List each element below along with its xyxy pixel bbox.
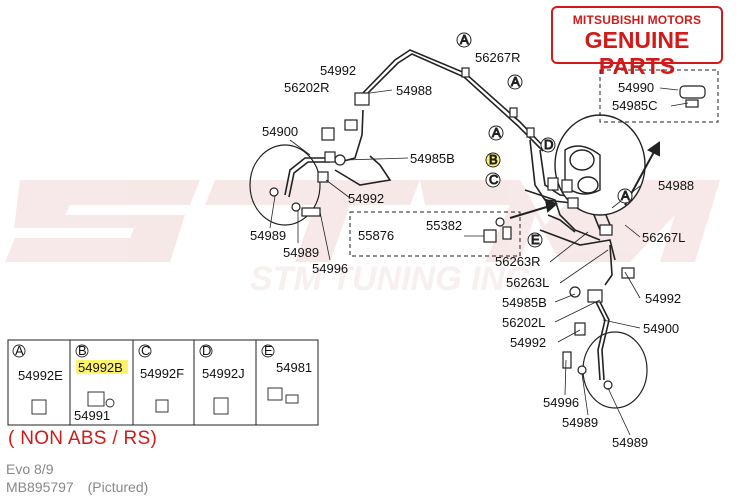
callout-letter: B xyxy=(489,152,498,167)
callout-letter: A xyxy=(492,125,501,140)
label-54989-right2: 54989 xyxy=(612,435,648,450)
part-labels: 54992 54988 56267R 56202R 54900 54985B 5… xyxy=(250,50,694,450)
label-54996-left: 54996 xyxy=(312,261,348,276)
label-54990: 54990 xyxy=(618,80,654,95)
legend-extra-b: 54991 xyxy=(74,408,110,423)
right-front-line xyxy=(604,244,613,286)
legend-letter-d: D xyxy=(202,343,211,358)
legend-table: A B C D E 54992E 54992B 54991 54992F 549… xyxy=(7,339,319,426)
valve-dashed-box xyxy=(349,211,521,257)
legend-letter-e: E xyxy=(264,343,273,358)
label-54992-low: 54992 xyxy=(510,335,546,350)
legend-part-e: 54981 xyxy=(276,360,312,375)
part-number-note: MB895797 (Pictured) xyxy=(6,479,148,495)
callout-a-2: A xyxy=(507,74,523,90)
label-56202r: 56202R xyxy=(284,80,330,95)
label-54900-left: 54900 xyxy=(262,124,298,139)
pictured-note: (Pictured) xyxy=(87,479,149,495)
callout-a-4: A xyxy=(617,188,633,204)
label-54985b-right: 54985B xyxy=(502,295,547,310)
watermark-text: STM TUNING INC. xyxy=(250,260,539,298)
callout-c: C xyxy=(485,172,501,188)
leader-lines xyxy=(269,87,689,436)
label-54992-top: 54992 xyxy=(320,63,356,78)
legend-letter-a: A xyxy=(15,343,24,358)
label-54900-right: 54900 xyxy=(643,321,679,336)
label-54985c: 54985C xyxy=(612,98,658,113)
rear-right-line xyxy=(357,49,546,149)
callout-letter: E xyxy=(531,232,540,247)
callout-d: D xyxy=(540,137,556,153)
part-number: MB895797 xyxy=(6,479,74,495)
label-55876: 55876 xyxy=(358,228,394,243)
legend-letter-b: B xyxy=(78,343,87,358)
label-54989-left2: 54989 xyxy=(283,245,319,260)
callout-e: E xyxy=(527,232,543,248)
label-54989-right1: 54989 xyxy=(562,415,598,430)
label-54988-right: 54988 xyxy=(658,178,694,193)
callout-letter: D xyxy=(544,137,553,152)
label-56263l: 56263L xyxy=(506,275,549,290)
callout-markers: A A A A B C D E xyxy=(456,32,633,248)
legend-part-b: 54992B xyxy=(78,360,123,375)
label-56263r: 56263R xyxy=(495,254,541,269)
label-55382: 55382 xyxy=(426,218,462,233)
brand-line-1: MITSUBISHI MOTORS xyxy=(572,13,702,27)
right-rotor xyxy=(582,331,648,409)
label-56202l: 56202L xyxy=(502,315,545,330)
legend-letter-c: C xyxy=(141,343,150,358)
legend-part-d: 54992J xyxy=(202,366,245,381)
label-54992-mid: 54992 xyxy=(348,191,384,206)
label-54996-right: 54996 xyxy=(543,395,579,410)
fittings xyxy=(269,67,706,390)
legend-part-c: 54992F xyxy=(140,366,184,381)
callout-letter: C xyxy=(489,172,498,187)
callout-a-3: A xyxy=(488,125,504,141)
label-54992-right: 54992 xyxy=(645,291,681,306)
callout-a-1: A xyxy=(456,32,472,48)
clip-dashed-box xyxy=(599,69,719,123)
left-hose xyxy=(284,157,330,196)
callout-b: B xyxy=(485,152,501,168)
label-56267r: 56267R xyxy=(475,50,521,65)
legend-part-a: 54992E xyxy=(18,368,63,383)
genuine-parts-logo: MITSUBISHI MOTORS GENUINE PARTS xyxy=(551,6,723,79)
model-note: Evo 8/9 xyxy=(6,461,54,477)
left-rotor xyxy=(249,144,321,226)
callout-letter: A xyxy=(460,32,469,47)
callout-letter: A xyxy=(621,188,630,203)
non-abs-note: ( NON ABS / RS) xyxy=(8,428,158,449)
label-54988-top: 54988 xyxy=(396,83,432,98)
brand-line-2: GENUINE PARTS xyxy=(584,27,690,79)
callout-letter: A xyxy=(511,74,520,89)
label-56267l: 56267L xyxy=(642,230,685,245)
label-54985b-left: 54985B xyxy=(410,151,455,166)
label-54989-left1: 54989 xyxy=(250,228,286,243)
